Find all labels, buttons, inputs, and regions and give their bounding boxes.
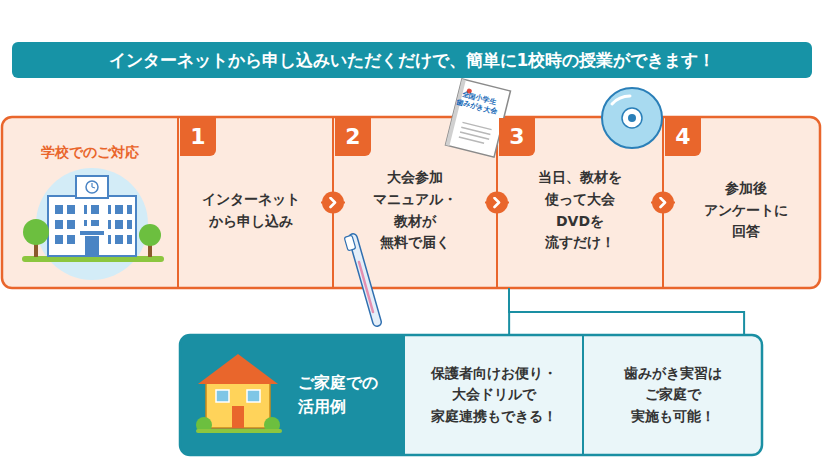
step-number: 1 xyxy=(180,118,216,156)
step-box: 4参加後 アンケートに 回答 xyxy=(675,117,816,288)
step-box: 2大会参加 マニュアル・ 教材が 無料で届く xyxy=(345,117,485,288)
node-text: 当日、教材を 使って大会 DVDを 流すだけ！ xyxy=(537,167,623,254)
step-box: 1 インターネット から申し込み xyxy=(180,117,321,288)
toothbrush xyxy=(344,235,377,322)
school-illustration-part xyxy=(85,236,99,256)
home-panel-ground-part xyxy=(395,335,405,455)
title-banner: インターネットから申し込みいただくだけで、簡単に1校時の授業ができます！ xyxy=(12,42,812,78)
flow-arrow-circle xyxy=(486,192,508,214)
node-text: 歯みがき実習は ご家庭で 実施も可能！ xyxy=(623,363,723,428)
house-illustration-part xyxy=(198,354,278,384)
school-illustration-part xyxy=(48,196,136,256)
step-number: 4 xyxy=(665,118,701,156)
school-illustration-part xyxy=(23,219,49,245)
school-illustration-part xyxy=(36,168,148,280)
dvd-disc xyxy=(602,88,662,148)
toothbrush-part xyxy=(344,235,356,251)
node-text: 保護者向けお便り・ 大会ドリルで 家庭連携もできる！ xyxy=(430,363,558,428)
flow-arrow xyxy=(485,202,509,204)
house-illustration-part xyxy=(247,390,260,402)
branch-line xyxy=(509,288,744,335)
school-illustration-part xyxy=(139,224,161,246)
dvd-disc-part xyxy=(622,108,642,128)
node-text: インターネット から申し込み xyxy=(201,189,301,232)
home-panel-ground-part xyxy=(582,336,584,454)
flow-arrow xyxy=(321,202,345,204)
house-illustration xyxy=(196,354,282,433)
house-illustration-part xyxy=(216,390,229,402)
node-text: 参加後 アンケートに 回答 xyxy=(703,178,789,243)
dvd-disc-part xyxy=(612,96,630,104)
toothbrush-part xyxy=(353,238,377,322)
step-number: 3 xyxy=(499,118,535,156)
flow-arrow-circle xyxy=(652,192,674,214)
house-illustration-part xyxy=(206,380,270,428)
toothbrush-part xyxy=(359,262,373,312)
home-use-panel: ご家庭での 活用例 保護者向けお便り・ 大会ドリルで 家庭連携もできる！ 歯みがき実… xyxy=(180,335,762,455)
node-text: ご家庭での 活用例 xyxy=(298,371,380,419)
school-illustration-part xyxy=(54,204,78,249)
manual-book-part xyxy=(459,122,492,144)
dvd-disc-part xyxy=(602,88,662,148)
step-number: 2 xyxy=(335,118,371,156)
home-panel-ground-part xyxy=(180,335,762,455)
school-illustration-part xyxy=(76,176,108,198)
manual-book-part xyxy=(446,79,466,146)
flow-arrow xyxy=(651,202,675,204)
school-response-panel: 学校でのご対応1 インターネット から申し込み 2大会参加 マニュアル・ 教材が 無… xyxy=(2,117,820,288)
node-text: 大会参加 マニュアル・ 教材が 無料で届く xyxy=(372,167,458,254)
home-panel-ground-part xyxy=(180,335,405,455)
home-panel-ground-part xyxy=(180,335,762,455)
school-illustration xyxy=(22,168,164,280)
toothbrush-part xyxy=(353,238,377,322)
school-illustration-part xyxy=(86,181,98,193)
step-divider-part xyxy=(177,118,179,287)
school-illustration-part xyxy=(84,204,100,226)
dvd-disc-part xyxy=(628,114,636,122)
house-illustration-part xyxy=(196,429,282,433)
connector-layer xyxy=(321,192,744,336)
school-illustration-part xyxy=(108,204,132,249)
school-illustration-part xyxy=(80,231,104,235)
school-panel-ground-part xyxy=(2,117,820,288)
home-use-box: 保護者向けお便り・ 大会ドリルで 家庭連携もできる！ xyxy=(405,335,583,455)
flow-arrow-circle xyxy=(322,192,344,214)
school-illustration-part xyxy=(92,183,95,188)
step-divider xyxy=(178,118,663,287)
home-panel-ground xyxy=(180,335,762,455)
school-panel-ground xyxy=(2,117,820,288)
house-illustration-part xyxy=(232,406,244,428)
node-text: 学校でのご対応 xyxy=(2,143,178,161)
home-use-box: 歯みがき実習は ご家庭で 実施も可能！ xyxy=(583,335,762,455)
step-box: 3当日、教材を 使って大会 DVDを 流すだけ！ xyxy=(509,117,651,288)
